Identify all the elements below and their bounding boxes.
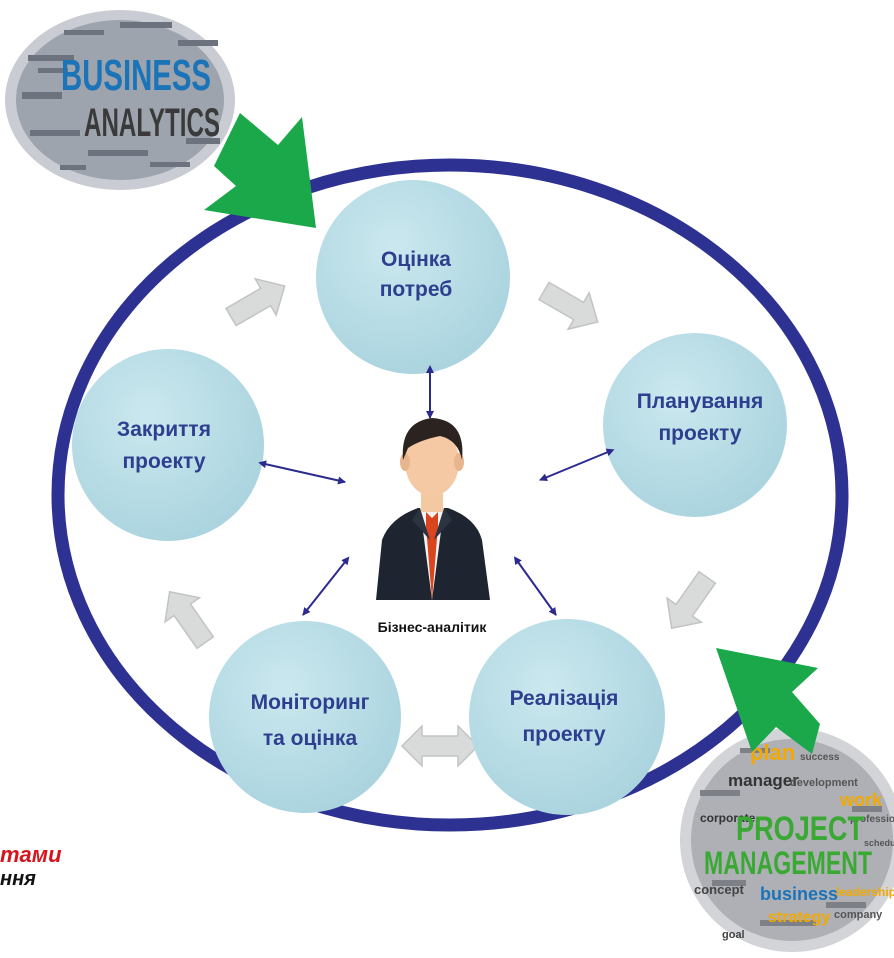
cloud-word-corporate: corporate [700, 811, 756, 825]
node-needs-assessment [316, 180, 510, 374]
cropped-text-red: тами [0, 842, 62, 867]
node-project-closing-line2: проекту [122, 450, 205, 473]
node-needs-assessment-line1: Оцінка [381, 248, 451, 271]
connector-implementation [513, 556, 557, 616]
connector-closing [258, 460, 346, 485]
cloud-word-strategy: strategy [768, 909, 830, 926]
cropped-text-black: ння [0, 868, 36, 890]
cloud-word-development: development [790, 777, 858, 789]
connector-arrows [258, 365, 615, 616]
connector-monitoring [302, 556, 350, 616]
cloud-word-business-small: business [760, 884, 838, 904]
cloud-word-project: PROJECT [736, 810, 864, 848]
project-management-word-cloud: plan manager development work corporate … [680, 728, 894, 952]
cloud-word-schedule: schedule [864, 838, 894, 848]
cloud-word-manager: manager [728, 771, 799, 790]
node-project-closing-line1: Закриття [117, 418, 211, 441]
cloud-word-concept: concept [694, 882, 745, 897]
node-project-planning-line2: проекту [658, 422, 741, 445]
process-ring [51, 158, 849, 832]
node-needs-assessment-line2: потреб [380, 278, 453, 301]
business-analytics-word-cloud: BUSINESS ANALYTICS [5, 10, 235, 190]
cloud-word-analytics: ANALYTICS [84, 101, 220, 145]
connector-planning [539, 448, 615, 482]
green-arrow-top-left-icon [204, 113, 316, 228]
business-analyst-label: Бізнес-аналітик [378, 619, 488, 635]
cloud-word-professional: professional [850, 814, 894, 825]
flow-arrow-monitoring-implementation-icon [400, 724, 480, 768]
flow-arrow-planning-to-implementation-icon [666, 570, 717, 630]
flow-arrow-closing-to-needs-icon [224, 277, 286, 327]
flow-arrows [164, 277, 717, 768]
flow-arrow-needs-to-planning-icon [537, 281, 599, 331]
business-analyst-person-icon [376, 418, 490, 600]
cloud-word-leadership: leadership [836, 885, 894, 899]
node-implementation [469, 619, 665, 815]
green-arrow-bottom-right-icon [716, 648, 820, 754]
cloud-word-goal: goal [722, 929, 745, 941]
node-implementation-line2: проекту [522, 723, 605, 746]
node-monitoring-line2: та оцінка [263, 727, 358, 750]
cloud-word-business: BUSINESS [61, 51, 211, 100]
node-monitoring-line1: Моніторинг [251, 691, 370, 714]
cloud-word-management: MANAGEMENT [704, 845, 872, 881]
node-project-planning-line1: Планування [637, 390, 763, 413]
cloud-word-company: company [834, 909, 883, 921]
node-project-planning [603, 333, 787, 517]
cloud-word-success: success [800, 752, 840, 763]
node-project-closing [72, 349, 264, 541]
node-implementation-line1: Реалізація [510, 687, 619, 710]
flow-arrow-monitoring-to-closing-icon [164, 590, 215, 650]
node-monitoring [209, 621, 401, 813]
cloud-word-work: work [839, 790, 883, 810]
